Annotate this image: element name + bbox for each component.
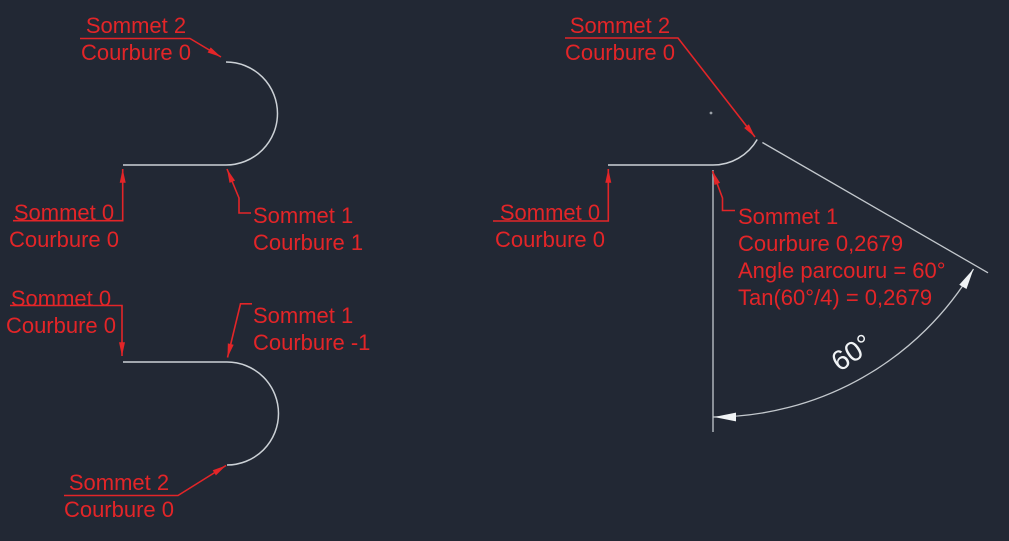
leader-fig2-sommet2 bbox=[64, 464, 227, 497]
label-line: Sommet 1 bbox=[738, 204, 839, 229]
leader-fig1-sommet1 bbox=[226, 168, 251, 214]
label-line: Sommet 1 bbox=[253, 303, 354, 328]
leader-fig1-sommet2 bbox=[80, 37, 222, 58]
label-fig1-sommet0: Sommet 0 Courbure 0 bbox=[6, 199, 122, 253]
label-line: Sommet 2 bbox=[569, 13, 671, 38]
label-line: Courbure 0 bbox=[8, 227, 120, 252]
label-line: Courbure 0 bbox=[63, 497, 175, 522]
label-fig1-sommet2: Sommet 2 Courbure 0 bbox=[78, 12, 194, 66]
leader-fig3-sommet2 bbox=[565, 37, 756, 138]
figure1-polyline bbox=[123, 61, 279, 166]
label-line: Tan(60°/4) = 0,2679 bbox=[738, 285, 933, 310]
label-fig3-sommet1: Sommet 1 Courbure 0,2679 Angle parcouru … bbox=[738, 203, 946, 311]
label-line: Courbure 0 bbox=[80, 40, 192, 65]
leader-fig3-sommet1 bbox=[711, 170, 735, 212]
leader-fig1-sommet0 bbox=[13, 169, 126, 222]
label-line: Sommet 1 bbox=[253, 203, 354, 228]
figure2-polyline bbox=[123, 361, 280, 466]
leader-fig2-sommet0 bbox=[10, 304, 125, 356]
label-line: Courbure 0,2679 bbox=[738, 231, 904, 256]
label-line: Sommet 0 bbox=[13, 200, 115, 225]
label-line: Angle parcouru = 60° bbox=[738, 258, 946, 283]
leader-fig3-sommet0 bbox=[493, 169, 612, 222]
dimension-arrow-left bbox=[714, 412, 736, 422]
extension-line-radial bbox=[762, 141, 989, 274]
label-line: Sommet 2 bbox=[85, 13, 187, 38]
label-fig1-sommet1: Sommet 1 Courbure 1 bbox=[253, 202, 363, 256]
label-line: Sommet 2 bbox=[68, 470, 170, 495]
leader-fig2-sommet1 bbox=[226, 303, 252, 358]
label-line: Sommet 0 bbox=[10, 286, 112, 311]
label-line: Courbure 0 bbox=[494, 227, 606, 252]
figure3-polyline bbox=[608, 139, 758, 166]
arc-center-point bbox=[709, 111, 713, 115]
label-fig2-sommet0: Sommet 0 Courbure 0 bbox=[3, 285, 119, 339]
label-fig2-sommet2: Sommet 2 Courbure 0 bbox=[61, 469, 177, 523]
label-line: Sommet 0 bbox=[499, 200, 601, 225]
label-line: Courbure 1 bbox=[253, 230, 364, 255]
label-line: Courbure 0 bbox=[5, 313, 117, 338]
label-fig3-sommet0: Sommet 0 Courbure 0 bbox=[492, 199, 608, 253]
label-line: Courbure 0 bbox=[564, 40, 676, 65]
label-fig3-sommet2: Sommet 2 Courbure 0 bbox=[562, 12, 678, 66]
angle-dimension-arc bbox=[712, 268, 975, 418]
label-fig2-sommet1: Sommet 1 Courbure -1 bbox=[253, 302, 370, 356]
label-line: Courbure -1 bbox=[253, 330, 371, 355]
